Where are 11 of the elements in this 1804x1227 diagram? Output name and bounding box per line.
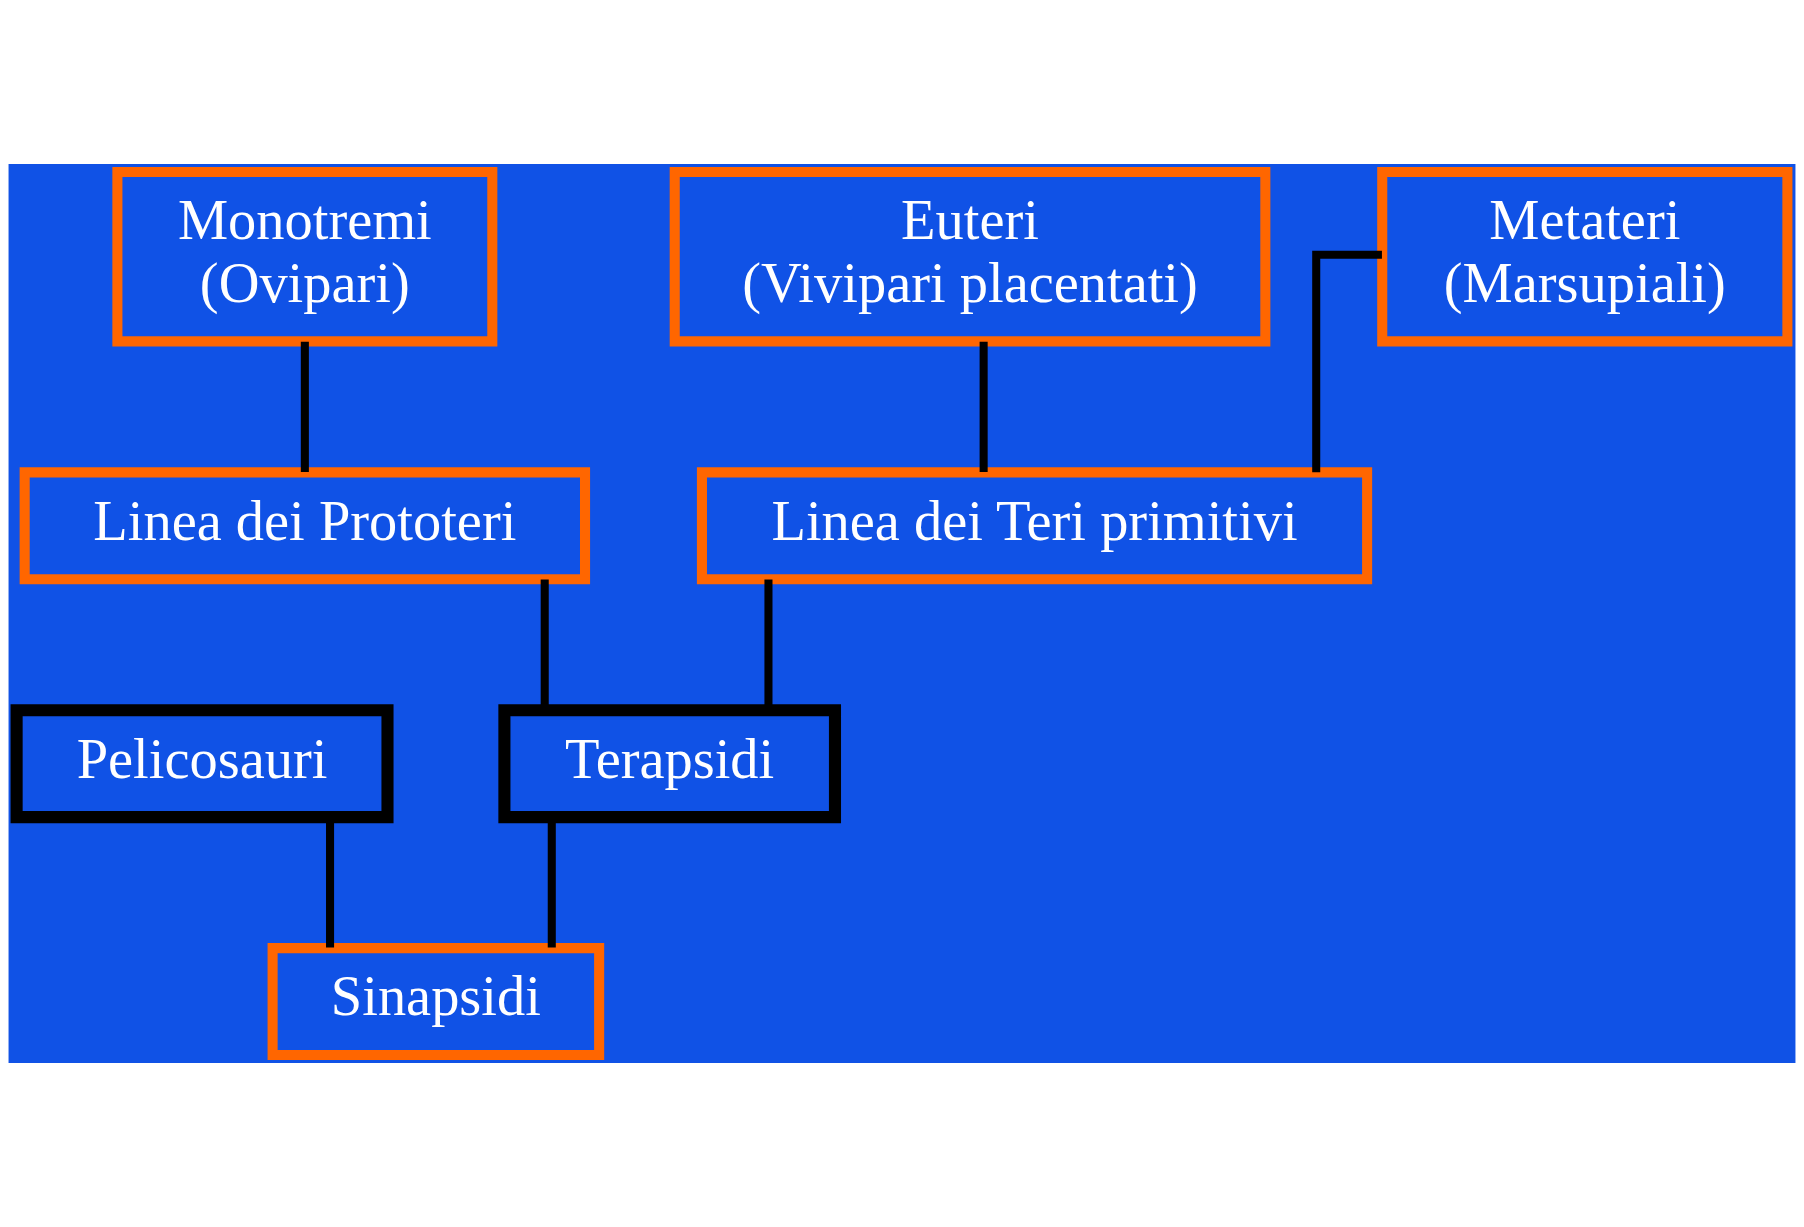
node-box: Metateri (Marsupiali) <box>1377 167 1793 347</box>
node-box: Terapsidi <box>498 704 842 824</box>
connector <box>300 341 309 472</box>
connector <box>979 341 988 472</box>
node-box: Monotremi (Ovipari) <box>112 167 498 347</box>
node-box: Sinapsidi <box>267 943 605 1060</box>
connector <box>1312 250 1382 473</box>
node-box: Linea dei Prototeri <box>19 467 591 585</box>
node-box: Linea dei Teri primitivi <box>696 467 1373 585</box>
node-box: Pelicosauri <box>10 704 394 824</box>
node-box: Euteri (Vivipari placentati) <box>669 167 1271 347</box>
